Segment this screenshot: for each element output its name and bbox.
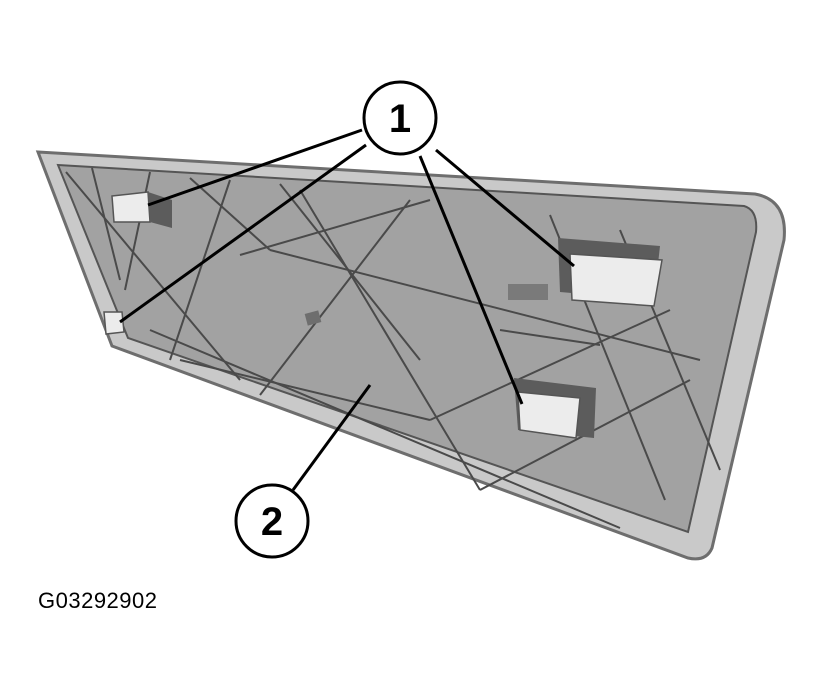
callout-2: 2 [234,483,310,559]
retaining-clip-icon [514,378,596,439]
callout-1-leaders [119,128,575,405]
callout-2-leader [291,384,372,491]
center-mark [304,310,322,326]
retaining-clip-icon [111,191,172,228]
callout-2-label: 2 [261,500,283,544]
panel-ribs [65,167,721,529]
callout-1: 1 [362,80,438,156]
retaining-clip-icon [103,311,125,335]
callout-1-label: 1 [389,97,411,141]
retaining-clip-icon [508,238,663,307]
figure-id-label: G03292902 [38,588,158,613]
